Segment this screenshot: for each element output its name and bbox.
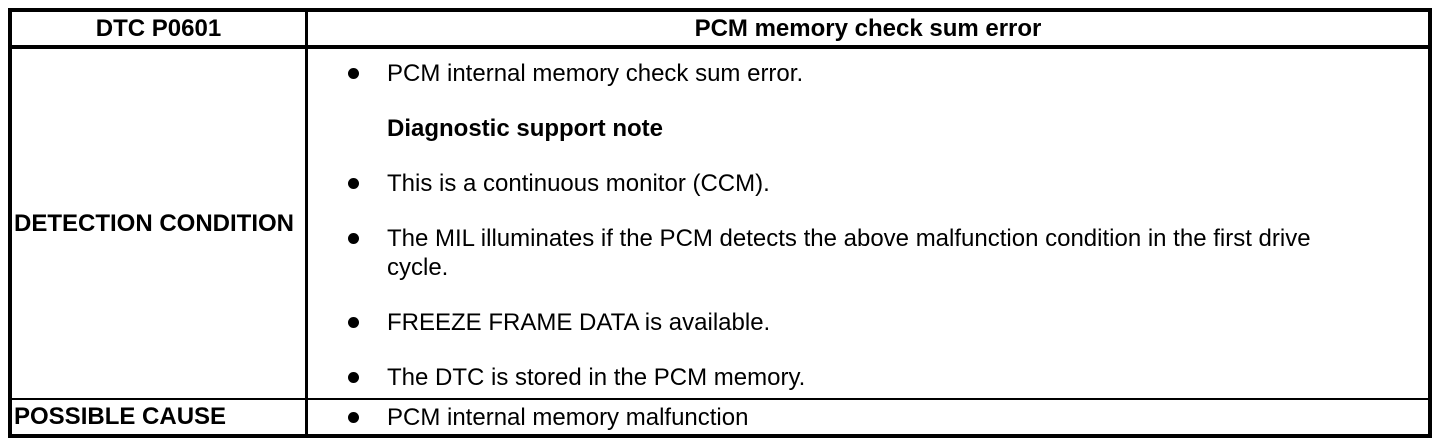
possible-cause-content-cell: PCM internal memory malfunction [308,398,1428,434]
bullet-icon [348,317,359,328]
list-item-text: The MIL illuminates if the PCM detects t… [387,225,1311,281]
dtc-code-cell: DTC P0601 [12,12,308,49]
bullet-icon [348,68,359,79]
list-item: PCM internal memory malfunction [308,403,748,432]
list-item: PCM internal memory check sum error. [308,59,1428,88]
list-item-text: PCM internal memory check sum error. [387,60,804,87]
dtc-code-label: DTC P0601 [95,14,222,42]
list-item-text: This is a continuous monitor (CCM). [387,170,770,197]
list-item: This is a continuous monitor (CCM). [308,169,1428,198]
list-item: FREEZE FRAME DATA is available. [308,308,1428,337]
list-item-text: The DTC is stored in the PCM memory. [387,364,806,391]
detection-condition-label: DETECTION CONDITION [14,209,294,237]
list-item: The MIL illuminates if the PCM detects t… [308,224,1428,282]
possible-cause-label-cell: POSSIBLE CAUSE [12,398,308,434]
bullet-icon [348,178,359,189]
dtc-title-cell: PCM memory check sum error [308,12,1428,49]
diagnostic-support-note-heading: Diagnostic support note [308,114,1428,143]
dtc-title-label: PCM memory check sum error [694,14,1042,42]
dtc-diagnostic-table: DTC P0601 PCM memory check sum error DET… [8,8,1432,438]
possible-cause-label: POSSIBLE CAUSE [14,403,227,430]
bullet-icon [348,411,359,423]
list-item: The DTC is stored in the PCM memory. [308,363,1428,392]
bullet-icon [348,372,359,383]
note-heading-text: Diagnostic support note [387,115,663,142]
list-item-text: FREEZE FRAME DATA is available. [387,309,771,336]
detection-condition-content-cell: PCM internal memory check sum error. Dia… [308,49,1428,398]
bullet-icon [348,233,359,244]
list-item-text: PCM internal memory malfunction [387,403,749,431]
detection-condition-label-cell: DETECTION CONDITION [12,49,308,398]
